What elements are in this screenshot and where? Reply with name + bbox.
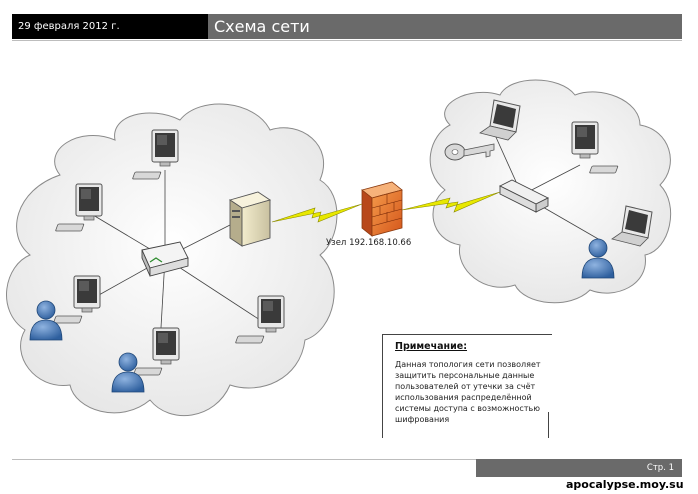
cloud-icon (429, 79, 672, 304)
header-date: 29 февраля 2012 г. (12, 14, 208, 39)
header-divider (12, 40, 682, 41)
page-title: Схема сети (208, 14, 682, 39)
footer-divider (12, 459, 476, 460)
note-body: Данная топология сети позволяет защитить… (395, 360, 541, 424)
server-icon (228, 191, 272, 247)
page-number: Стр. 1 (476, 459, 682, 477)
switch-icon (141, 241, 189, 277)
node-address-label: Узел 192.168.10.66 (326, 238, 412, 248)
firewall-icon (361, 181, 403, 237)
note-bracket (548, 412, 549, 438)
key-icon (444, 143, 495, 161)
note-box: Примечание: Данная топология сети позвол… (382, 334, 552, 438)
watermark: apocalypse.moy.su (566, 478, 684, 491)
switch-icon (498, 179, 550, 213)
note-title: Примечание: (395, 341, 468, 352)
